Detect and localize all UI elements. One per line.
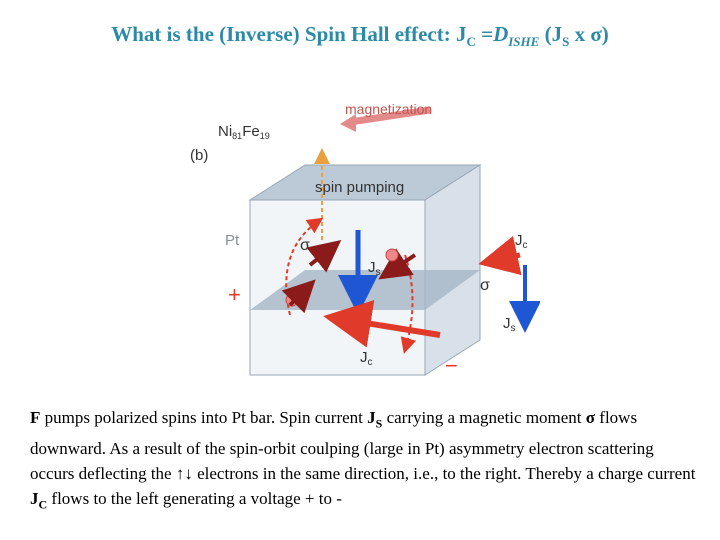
legend-jc-arrow (478, 236, 522, 276)
js-label: Js (368, 259, 381, 278)
spin-pumping-label: spin pumping (315, 179, 404, 196)
panel-label: (b) (190, 147, 208, 164)
page-title: What is the (Inverse) Spin Hall effect: … (0, 22, 720, 50)
caption-part-10: flows to the left generating a voltage +… (47, 489, 342, 509)
magnetization-arrowhead (340, 114, 356, 132)
sigma-label-1: σ (300, 237, 310, 254)
title-text-prefix: What is the (Inverse) Spin Hall effect: … (111, 22, 467, 46)
jc-label: Jc (360, 349, 373, 368)
caption-text: F pumps polarized spins into Pt bar. Spi… (30, 405, 700, 518)
spin-hall-diagram: Ni81Fe19 (b) magnetization spin pumping … (180, 90, 541, 390)
title-text-paren: (J (539, 22, 563, 46)
legend-js-label: Js (503, 315, 516, 334)
sigma-arrow-3 (281, 279, 316, 314)
legend-jc-label: Jc (515, 232, 528, 251)
deflection-left-arrow (285, 217, 324, 316)
sigma-arrow-2 (378, 248, 417, 280)
magnetization-arrow (349, 106, 431, 126)
title-sub-c: C (466, 34, 476, 50)
caption-js: J (367, 408, 376, 427)
spin-dot-1 (385, 248, 399, 262)
caption-part-6: flows downward. As a result of the spin-… (30, 408, 654, 484)
magnetization-label: magnetization (345, 101, 432, 117)
caption-jc-sub: C (38, 497, 48, 512)
caption-sigma: σ (585, 408, 596, 427)
title-sub-s: S (562, 34, 570, 50)
sigma-arrow-1 (306, 240, 342, 273)
title-text-suffix: x σ) (569, 22, 609, 46)
legend-sigma-label: σ (480, 277, 490, 294)
caption-jc: J (30, 489, 39, 509)
title-d-symbol: D (493, 22, 509, 46)
caption-part-4: carrying a magnetic moment (382, 408, 586, 427)
pt-label: Pt (225, 232, 240, 249)
jc-arrow (323, 300, 441, 348)
ni-fe-label: Ni81Fe19 (218, 123, 270, 141)
caption-updown-arrows: ↑↓ (175, 464, 193, 484)
plus-sign: + (228, 282, 241, 307)
caption-part-8: electrons in the same direction, i.e., t… (192, 464, 696, 484)
caption-js-sub: S (375, 416, 383, 431)
title-text-mid: = (475, 22, 494, 46)
caption-part-2: pumps polarized spins into Pt bar. Spin … (40, 408, 368, 427)
caption-f: F (30, 408, 41, 427)
diagram-svg: Ni81Fe19 (b) magnetization spin pumping … (190, 101, 541, 378)
minus-sign: − (445, 353, 458, 378)
title-sub-ishe: ISHE (508, 34, 540, 50)
